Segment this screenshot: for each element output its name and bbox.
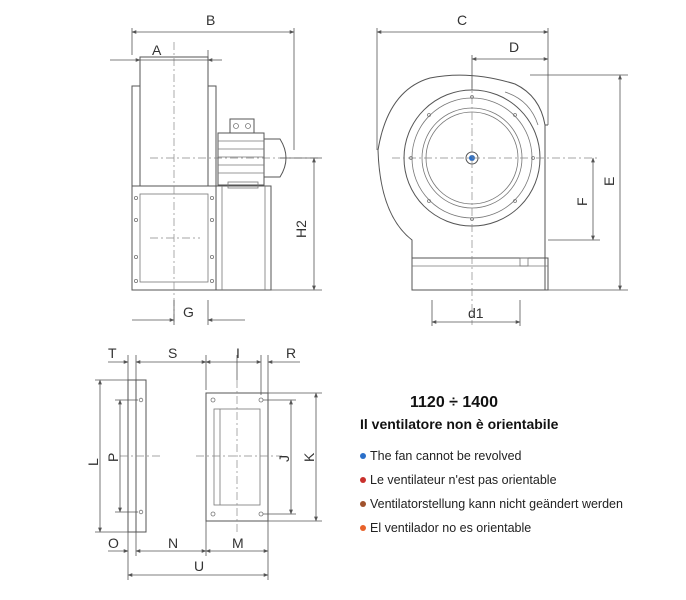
dim-label-O: O	[108, 535, 119, 551]
bullet-icon	[360, 453, 366, 459]
size-range: 1120 ÷ 1400	[410, 394, 498, 411]
language-note-de: Ventilatorstellung kann nicht geändert w…	[360, 492, 660, 516]
note-italian: Il ventilatore non è orientabile	[360, 416, 559, 432]
motor	[217, 118, 287, 189]
dim-label-U: U	[194, 558, 204, 574]
dim-label-D: D	[509, 39, 519, 55]
dim-label-F: F	[574, 197, 590, 206]
bullet-icon	[360, 477, 366, 483]
dim-label-H2: H2	[293, 220, 309, 238]
dim-label-K: K	[301, 452, 317, 462]
dim-label-L: L	[85, 458, 101, 466]
orientation-note: 1120 ÷ 1400 Il ventilatore non è orienta…	[360, 394, 660, 540]
dim-label-J: J	[276, 455, 292, 462]
front-view: C D E F d1	[376, 12, 628, 326]
dim-label-P: P	[105, 453, 121, 462]
dim-label-S: S	[168, 345, 177, 361]
language-note-en: The fan cannot be revolved	[360, 444, 660, 468]
dim-label-M: M	[232, 535, 244, 551]
flange-views: T S I R L P J K O N M U	[85, 345, 322, 580]
language-note-es: El ventilador no es orientable	[360, 516, 660, 540]
dim-label-B: B	[206, 12, 215, 28]
dim-label-I: I	[236, 345, 240, 361]
dim-label-C: C	[457, 12, 467, 28]
dim-label-E: E	[601, 177, 617, 186]
side-view: B A H2 G	[110, 12, 322, 325]
dim-label-N: N	[168, 535, 178, 551]
language-note-fr: Le ventilateur n'est pas orientable	[360, 468, 660, 492]
dim-label-d1: d1	[468, 305, 484, 321]
bullet-icon	[360, 501, 366, 507]
dim-label-T: T	[108, 345, 117, 361]
language-list: The fan cannot be revolved Le ventilateu…	[360, 444, 660, 540]
dim-label-G: G	[183, 304, 194, 320]
dim-label-R: R	[286, 345, 296, 361]
dim-label-A: A	[152, 42, 162, 58]
bullet-icon	[360, 525, 366, 531]
